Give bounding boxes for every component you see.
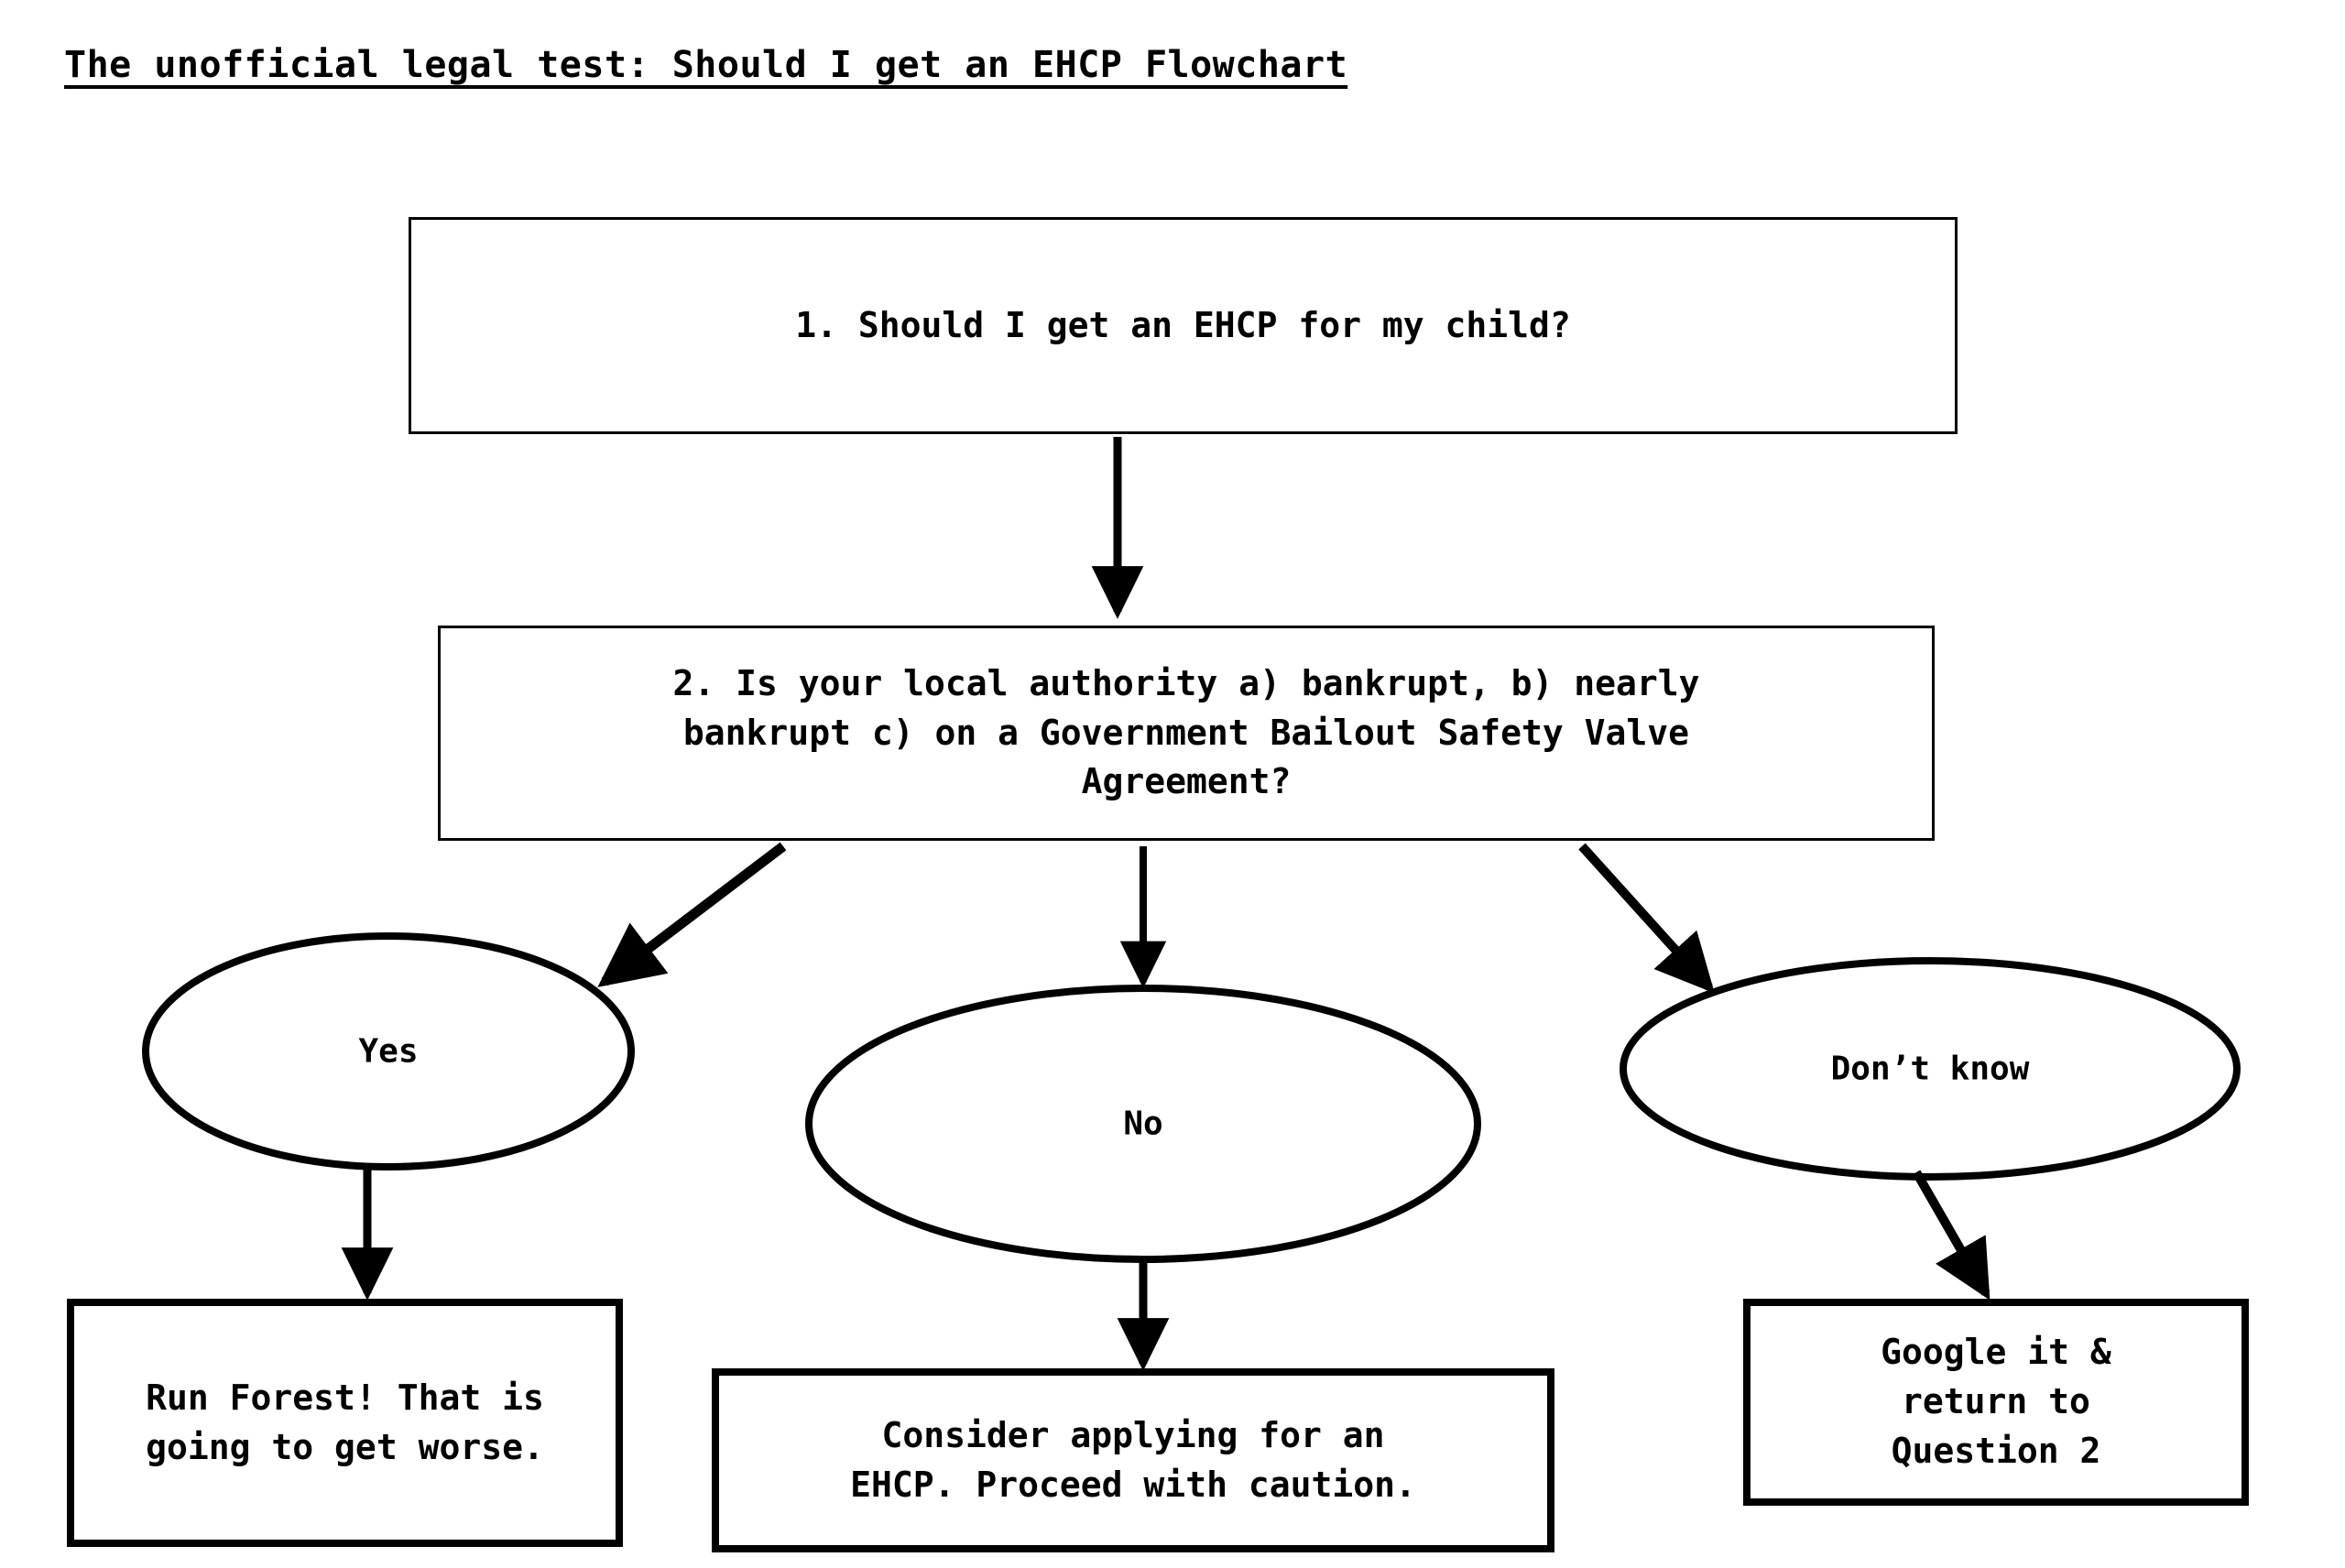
node-question-1: 1. Should I get an EHCP for my child? [409,217,1958,434]
ellipse-label-dont-know: Don’t know [1830,1050,2030,1088]
ellipse-label-yes: Yes [358,1032,419,1071]
ellipse-label-no: No [1123,1105,1163,1143]
edge-q2-to-yes [597,842,787,987]
node-outcome-consider-ehcp: Consider applying for an EHCP. Proceed w… [712,1368,1554,1552]
node-question-2: 2. Is your local authority a) bankrupt, … [438,626,1935,841]
edge-q2-to-dont-know [1578,843,1715,994]
node-outcome-run-forest: Run Forest! That is going to get worse. [67,1299,623,1547]
edge-dont-know-to-google [1912,1170,1991,1301]
ellipse-dont-know [1620,957,2241,1181]
ellipse-yes [142,932,635,1171]
page-title: The unofficial legal test: Should I get … [64,44,1348,86]
node-outcome-google-it: Google it & return to Question 2 [1743,1299,2249,1506]
